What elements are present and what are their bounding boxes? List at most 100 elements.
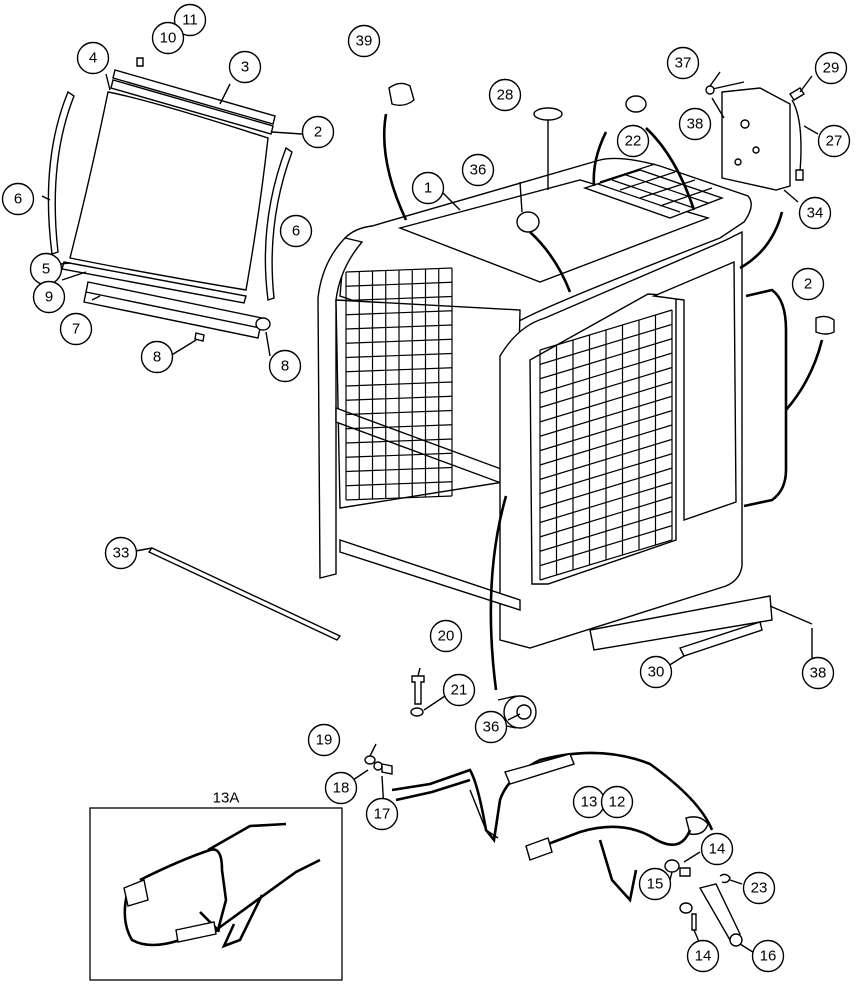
callout-label: 4 [89, 50, 97, 67]
callout-23: 23 [742, 871, 776, 905]
callouts: 1110432665978839282237382927341362332021… [1, 3, 851, 973]
callout-circle [461, 153, 495, 187]
mesh-line [345, 310, 453, 316]
callout-label: 38 [810, 665, 827, 682]
callout-22: 22 [616, 124, 650, 158]
mesh-line [345, 438, 453, 444]
callout-circle [700, 832, 734, 866]
mesh-line [345, 324, 453, 330]
callout-10: 10 [151, 21, 185, 55]
callout-circle [324, 771, 358, 805]
callout-label: 27 [826, 133, 843, 150]
mesh-line [345, 281, 453, 287]
mesh-line [539, 496, 673, 538]
callout-label: 37 [675, 55, 692, 72]
callout-circle [411, 171, 445, 205]
inset-13a [89, 807, 343, 981]
callout-circle [173, 3, 207, 37]
callout-label: 19 [316, 732, 333, 749]
mesh-line [345, 367, 453, 373]
mesh-line [345, 381, 453, 387]
window-assembly [47, 57, 293, 342]
callout-15: 15 [638, 867, 672, 901]
mesh-line [539, 424, 673, 466]
leader-lines [41, 71, 824, 955]
callout-circle [678, 107, 712, 141]
mesh-line [539, 510, 673, 552]
lap-bar [391, 751, 714, 903]
callout-circle [347, 24, 381, 58]
callout-28: 28 [488, 78, 522, 112]
callout-36: 36 [461, 153, 495, 187]
callout-circle [429, 619, 463, 653]
callout-circle [59, 312, 93, 346]
mesh-line [539, 481, 673, 524]
callout-label: 17 [374, 806, 391, 823]
callout-label: 22 [625, 133, 642, 150]
callout-11: 11 [173, 3, 207, 37]
callout-circle [140, 340, 174, 374]
callout-label: 13 [581, 794, 598, 811]
mesh-line [539, 338, 673, 380]
callout-39: 39 [347, 24, 381, 58]
callout-6: 6 [1, 182, 35, 216]
callout-2: 2 [301, 115, 335, 149]
callout-12: 12 [600, 785, 634, 819]
callout-18: 18 [324, 771, 358, 805]
callout-circle [1, 182, 35, 216]
callout-label: 30 [648, 664, 665, 681]
callout-29: 29 [814, 51, 848, 85]
callout-circle [32, 280, 66, 314]
callout-label: 29 [823, 60, 840, 77]
callout-label: 18 [333, 780, 350, 797]
mesh-line [539, 323, 673, 365]
callout-9: 9 [32, 280, 66, 314]
callout-label: 12 [609, 794, 626, 811]
callout-label: 36 [483, 719, 500, 736]
callout-circle [639, 655, 673, 689]
callout-label: 7 [72, 321, 80, 338]
callout-circle [151, 21, 185, 55]
mesh-line [539, 395, 673, 437]
callout-label: 39 [356, 33, 373, 50]
callout-circle [814, 51, 848, 85]
mesh-line [345, 424, 453, 430]
callout-37: 37 [666, 46, 700, 80]
mesh-line [345, 409, 453, 416]
callout-label: 6 [14, 191, 22, 208]
callout-30: 30 [639, 655, 673, 689]
callout-17: 17 [365, 797, 399, 831]
callout-label: 34 [807, 205, 824, 222]
callout-label: 33 [113, 545, 130, 562]
callout-21: 21 [442, 673, 476, 707]
mesh-line [345, 295, 453, 302]
callout-label: 3 [241, 59, 249, 76]
callout-label: 38 [687, 116, 704, 133]
callout-label: 2 [804, 276, 812, 293]
callout-label: 36 [470, 162, 487, 179]
mesh-line [539, 539, 673, 581]
mesh-line [345, 466, 453, 473]
callout-label: 5 [42, 261, 50, 278]
callout-circle [307, 723, 341, 757]
mesh-line [539, 525, 673, 567]
callout-circle [666, 46, 700, 80]
mesh-line [539, 467, 673, 509]
callout-3: 3 [228, 50, 262, 84]
roof-vent-grate [582, 163, 725, 219]
callout-38: 38 [678, 107, 712, 141]
mesh-line [539, 352, 673, 394]
callout-label: 15 [647, 876, 664, 893]
right-mesh [539, 309, 673, 581]
callout-2: 2 [791, 267, 825, 301]
callout-circle [301, 115, 335, 149]
callout-circle [488, 78, 522, 112]
callout-circle [365, 797, 399, 831]
callout-20: 20 [429, 619, 463, 653]
mesh-line [345, 452, 453, 458]
callout-label: 10 [160, 30, 177, 47]
callout-circle [742, 871, 776, 905]
callout-8: 8 [140, 340, 174, 374]
callout-14: 14 [700, 832, 734, 866]
